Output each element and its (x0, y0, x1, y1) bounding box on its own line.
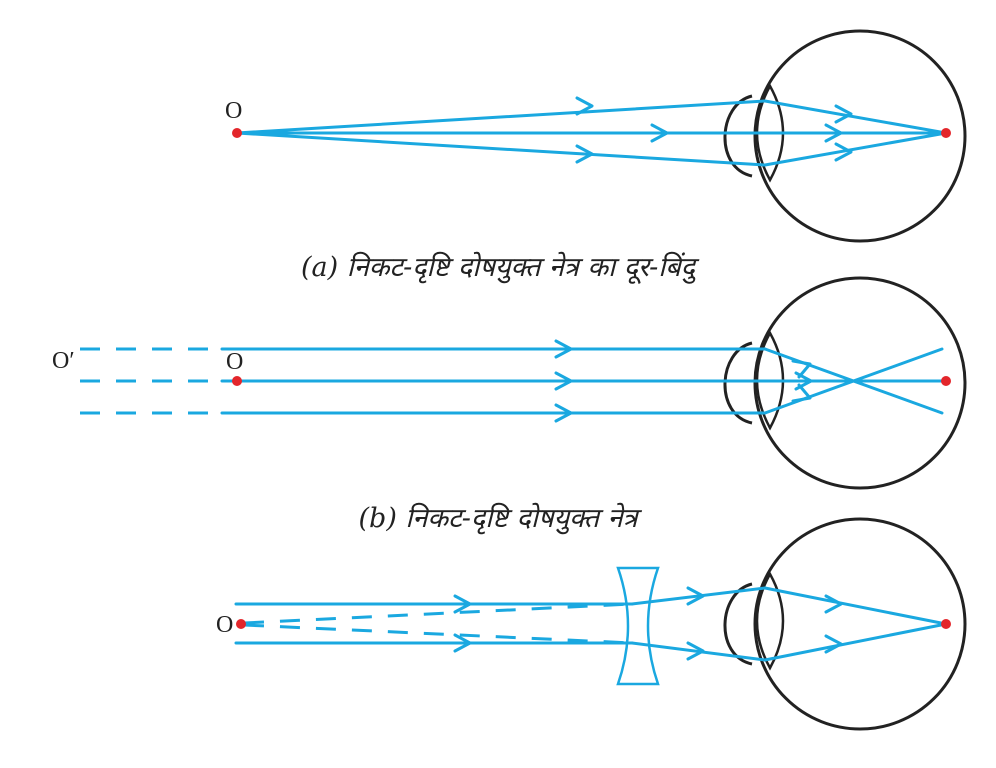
arrow-b-2 (554, 371, 573, 391)
arrow-a-3 (575, 144, 594, 164)
panel-b: O′ O (b) निकट-दृष्टि दोषयुक्त नेत्र (52, 276, 967, 535)
arrow-a-6 (834, 142, 853, 162)
ray-a-top-1 (235, 99, 767, 135)
ray-a-bot-1 (235, 131, 767, 167)
eye-lens-b (755, 330, 785, 431)
arrow-a-5 (824, 123, 843, 143)
ray-b-bot-2 (763, 347, 944, 415)
eyeball-c (753, 517, 967, 731)
arrow-c-4 (686, 641, 705, 661)
arrow-c-3 (686, 586, 705, 606)
ray-c-bot-2 (630, 641, 767, 662)
dashed-ray-c-top (243, 602, 633, 625)
ray-c-top-2 (630, 586, 767, 606)
arrow-a-1 (575, 96, 594, 116)
caption-a: (a) निकट-दृष्टि दोषयुक्त नेत्र का दूर-बि… (301, 251, 700, 284)
label-b-object: O (226, 349, 243, 375)
dashed-ray-c-bot (243, 623, 633, 645)
arrow-a-4 (834, 104, 853, 124)
ray-c-bot-3 (763, 622, 948, 662)
arrow-b-1 (554, 339, 573, 359)
ray-a-bot-2 (763, 131, 948, 167)
cornea-c (723, 582, 753, 666)
object-point-c (236, 619, 246, 629)
arrow-b-4 (791, 359, 812, 379)
concave-lens (616, 566, 660, 686)
arrow-b-3 (554, 403, 573, 423)
retina-point-c (941, 619, 951, 629)
label-c-object: O (216, 612, 233, 638)
eye-lens-c (755, 571, 785, 671)
arrow-c-5 (824, 594, 843, 614)
arrow-b-6 (791, 383, 812, 403)
ray-a-top-2 (763, 99, 948, 135)
cornea-b (723, 341, 753, 425)
label-a-object: O (225, 98, 242, 124)
arrow-c-6 (824, 634, 843, 654)
arrow-c-1 (453, 594, 472, 614)
caption-b: (b) निकट-दृष्टि दोषयुक्त नेत्र (359, 502, 643, 535)
object-point-a (232, 128, 242, 138)
eye-lens-a (755, 83, 785, 183)
eyeball-b (753, 276, 967, 490)
panel-c: O (216, 517, 967, 731)
retina-point-a (941, 128, 951, 138)
panel-a: O (a) निकट-दृष्टि दोषयुक्त नेत्र का दूर-… (225, 29, 967, 284)
object-point-b (232, 376, 242, 386)
arrow-c-2 (453, 633, 472, 653)
retina-point-b (941, 376, 951, 386)
arrow-a-2 (650, 123, 669, 143)
cornea-a (723, 94, 753, 178)
label-b-far-object: O′ (52, 348, 75, 374)
ray-c-top-3 (763, 586, 948, 626)
eyeball-a (753, 29, 967, 243)
